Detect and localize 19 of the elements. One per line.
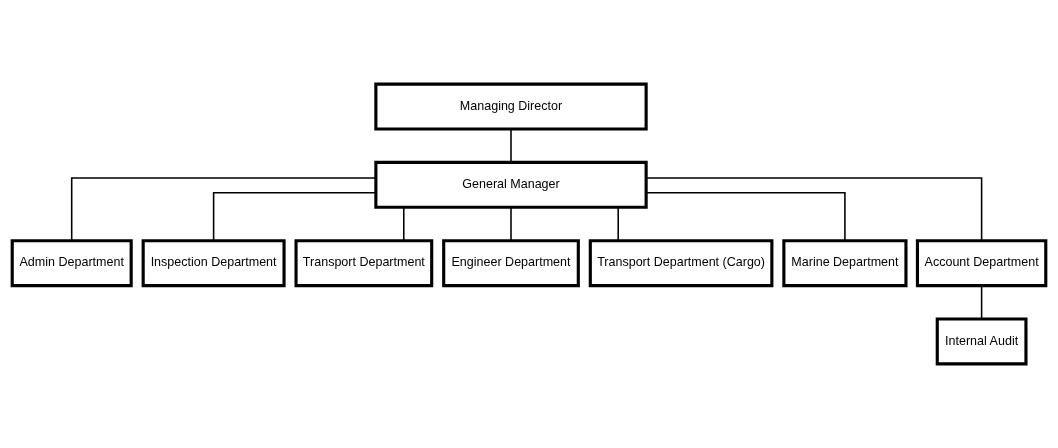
connector [980, 284, 983, 320]
node-box: Managing Director [374, 82, 648, 131]
node-box: Transport Department (Cargo) [588, 239, 774, 288]
connector [645, 177, 983, 242]
connector [70, 177, 377, 242]
node-box: Admin Department [10, 239, 133, 288]
node-box: Inspection Department [141, 239, 286, 288]
connector [403, 206, 405, 242]
node-box: Account Department [915, 239, 1048, 288]
node-box: Engineer Department [442, 239, 580, 288]
node-box: Marine Department [782, 239, 908, 288]
node-box: Internal Audit [935, 317, 1028, 366]
connector [510, 128, 512, 164]
connector [617, 206, 619, 242]
connector [510, 206, 512, 242]
node-box: Transport Department [294, 239, 434, 288]
node-box: General Manager [374, 160, 648, 209]
connector [212, 191, 377, 242]
connector [645, 191, 846, 242]
